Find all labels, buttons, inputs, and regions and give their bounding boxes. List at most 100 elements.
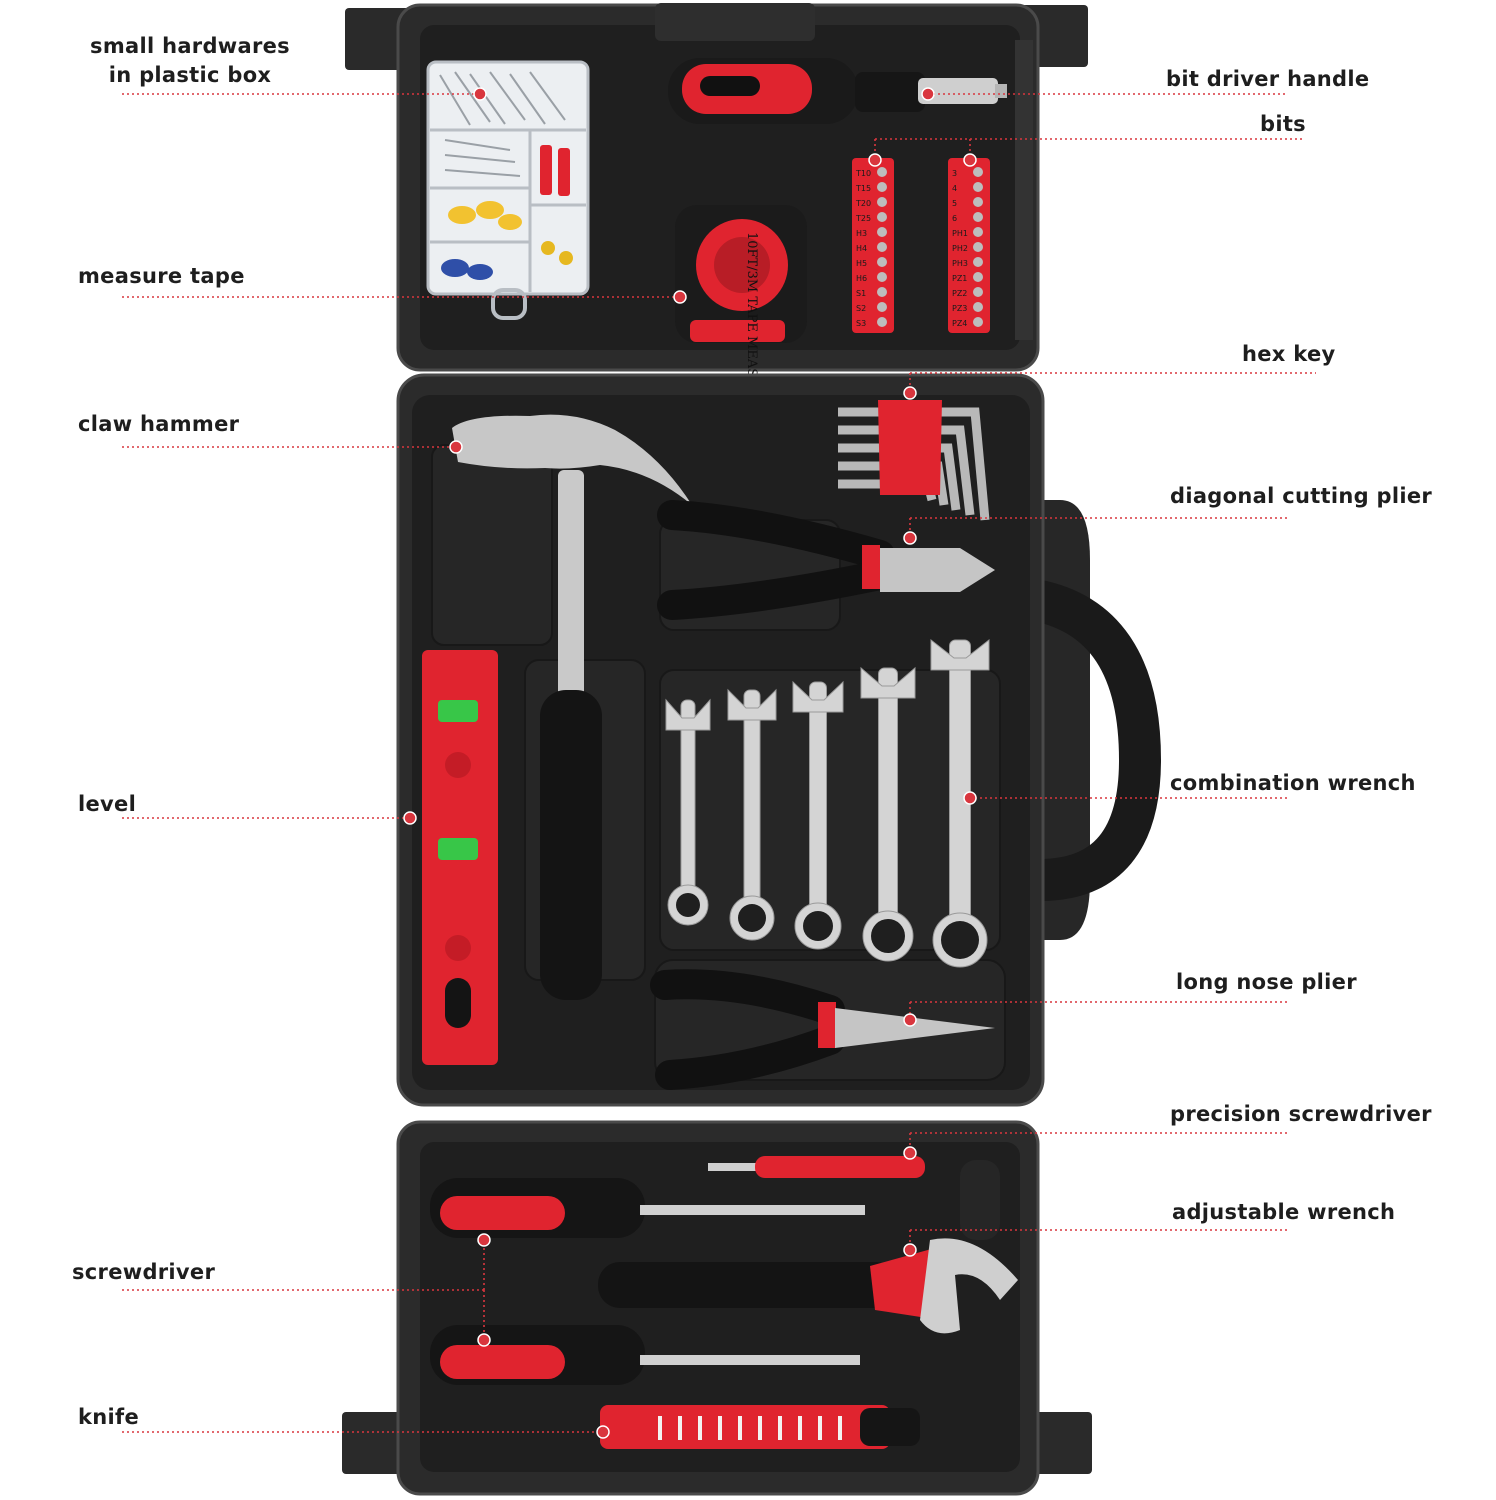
marker-dot — [921, 87, 935, 101]
leader-knife — [122, 1425, 610, 1439]
bit-size-label: H4 — [856, 244, 867, 253]
label-knife: knife — [78, 1405, 139, 1429]
label-claw-hammer: claw hammer — [78, 412, 240, 436]
label-combination-wrench: combination wrench — [1170, 771, 1416, 795]
combination-wrench-4 — [860, 666, 916, 962]
leader-level — [122, 811, 417, 825]
bit — [973, 167, 983, 177]
bit — [877, 317, 887, 327]
bit — [973, 212, 983, 222]
bit-size-label: 4 — [952, 184, 957, 193]
bit-size-label: T10 — [855, 169, 871, 178]
leader-bits-2 — [963, 139, 977, 167]
bit — [973, 287, 983, 297]
leader-long-nose-plier — [903, 1001, 1290, 1027]
bit — [877, 242, 887, 252]
label-level: level — [78, 792, 137, 816]
bit-size-label: PZ3 — [952, 304, 967, 313]
label-bit-driver-handle: bit driver handle — [1166, 67, 1370, 91]
marker-dot — [477, 1233, 491, 1247]
bit-size-label: PZ2 — [952, 289, 967, 298]
bit — [973, 272, 983, 282]
label-diagonal-cutting-plier: diagonal cutting plier — [1170, 484, 1433, 508]
leader-claw-hammer — [122, 440, 463, 454]
bit — [973, 302, 983, 312]
leader-screwdriver — [122, 1233, 491, 1291]
bit-size-label: PH1 — [952, 229, 968, 238]
bit — [877, 197, 887, 207]
marker-dot — [868, 153, 882, 167]
marker-dot — [963, 153, 977, 167]
bit-size-label: H5 — [856, 259, 867, 268]
claw-hammer-drawing — [452, 414, 692, 1000]
leader-screwdriver-2 — [477, 1290, 491, 1347]
hex-key-drawing — [838, 400, 990, 521]
bit — [877, 167, 887, 177]
bit — [877, 227, 887, 237]
bit — [877, 212, 887, 222]
bit-size-label: H6 — [856, 274, 867, 283]
marker-dot — [903, 1243, 917, 1257]
leader-combination-wrench — [963, 791, 1290, 805]
bit-size-label: T20 — [855, 199, 871, 208]
level-drawing — [422, 650, 498, 1065]
diagonal-plier-drawing — [657, 500, 995, 620]
bit — [973, 227, 983, 237]
bit-size-label: 6 — [952, 214, 957, 223]
tape-face-text: 10FT/3M TAPE MEASURE — [744, 232, 759, 407]
bit-size-label: PH3 — [952, 259, 968, 268]
marker-dot — [449, 440, 463, 454]
bit-size-label: S3 — [856, 319, 866, 328]
combination-wrench-set — [665, 638, 990, 968]
marker-dot — [903, 1146, 917, 1160]
marker-dot — [673, 290, 687, 304]
bit — [877, 272, 887, 282]
measure-tape-drawing: 10FT/3M TAPE MEASURE — [675, 205, 807, 407]
bit-size-label: 3 — [952, 169, 957, 178]
leader-bit-driver-handle — [921, 87, 1288, 101]
label-adjustable-wrench: adjustable wrench — [1172, 1200, 1396, 1224]
combination-wrench-1 — [665, 698, 711, 926]
bit-size-label: T15 — [855, 184, 871, 193]
marker-dot — [963, 791, 977, 805]
leader-measure-tape — [122, 290, 687, 304]
leader-precision-screwdriver — [903, 1132, 1290, 1160]
bit-driver — [668, 58, 1007, 124]
leader-adjustable-wrench — [903, 1229, 1290, 1257]
marker-dot — [596, 1425, 610, 1439]
bit — [973, 242, 983, 252]
label-long-nose-plier: long nose plier — [1176, 970, 1357, 994]
bit-size-label: S1 — [856, 289, 866, 298]
bit — [877, 287, 887, 297]
bit — [877, 257, 887, 267]
bit — [973, 182, 983, 192]
marker-dot — [477, 1333, 491, 1347]
combination-wrench-3 — [792, 680, 844, 950]
bit-size-label: 5 — [952, 199, 957, 208]
bit — [877, 302, 887, 312]
bit-size-label: H3 — [856, 229, 867, 238]
precision-screwdriver-drawing — [708, 1156, 925, 1178]
bit-size-label: PZ4 — [952, 319, 967, 328]
leader-bits — [868, 138, 1302, 167]
long-nose-plier-drawing — [650, 969, 995, 1090]
leader-hex-key — [903, 372, 1316, 400]
bit — [973, 197, 983, 207]
bit — [973, 257, 983, 267]
adjustable-wrench-drawing — [598, 1238, 1018, 1334]
hardware-box — [426, 60, 590, 320]
marker-dot — [403, 811, 417, 825]
combination-wrench-2 — [727, 688, 777, 941]
bit-size-label: S2 — [856, 304, 866, 313]
bit-size-label: PZ1 — [952, 274, 967, 283]
marker-dot — [903, 1013, 917, 1027]
leader-lines — [122, 87, 1316, 1439]
marker-dot — [473, 87, 487, 101]
utility-knife-drawing — [600, 1405, 920, 1449]
label-measure-tape: measure tape — [78, 264, 245, 288]
bit-size-label: PH2 — [952, 244, 968, 253]
label-hex-key: hex key — [1242, 342, 1336, 366]
